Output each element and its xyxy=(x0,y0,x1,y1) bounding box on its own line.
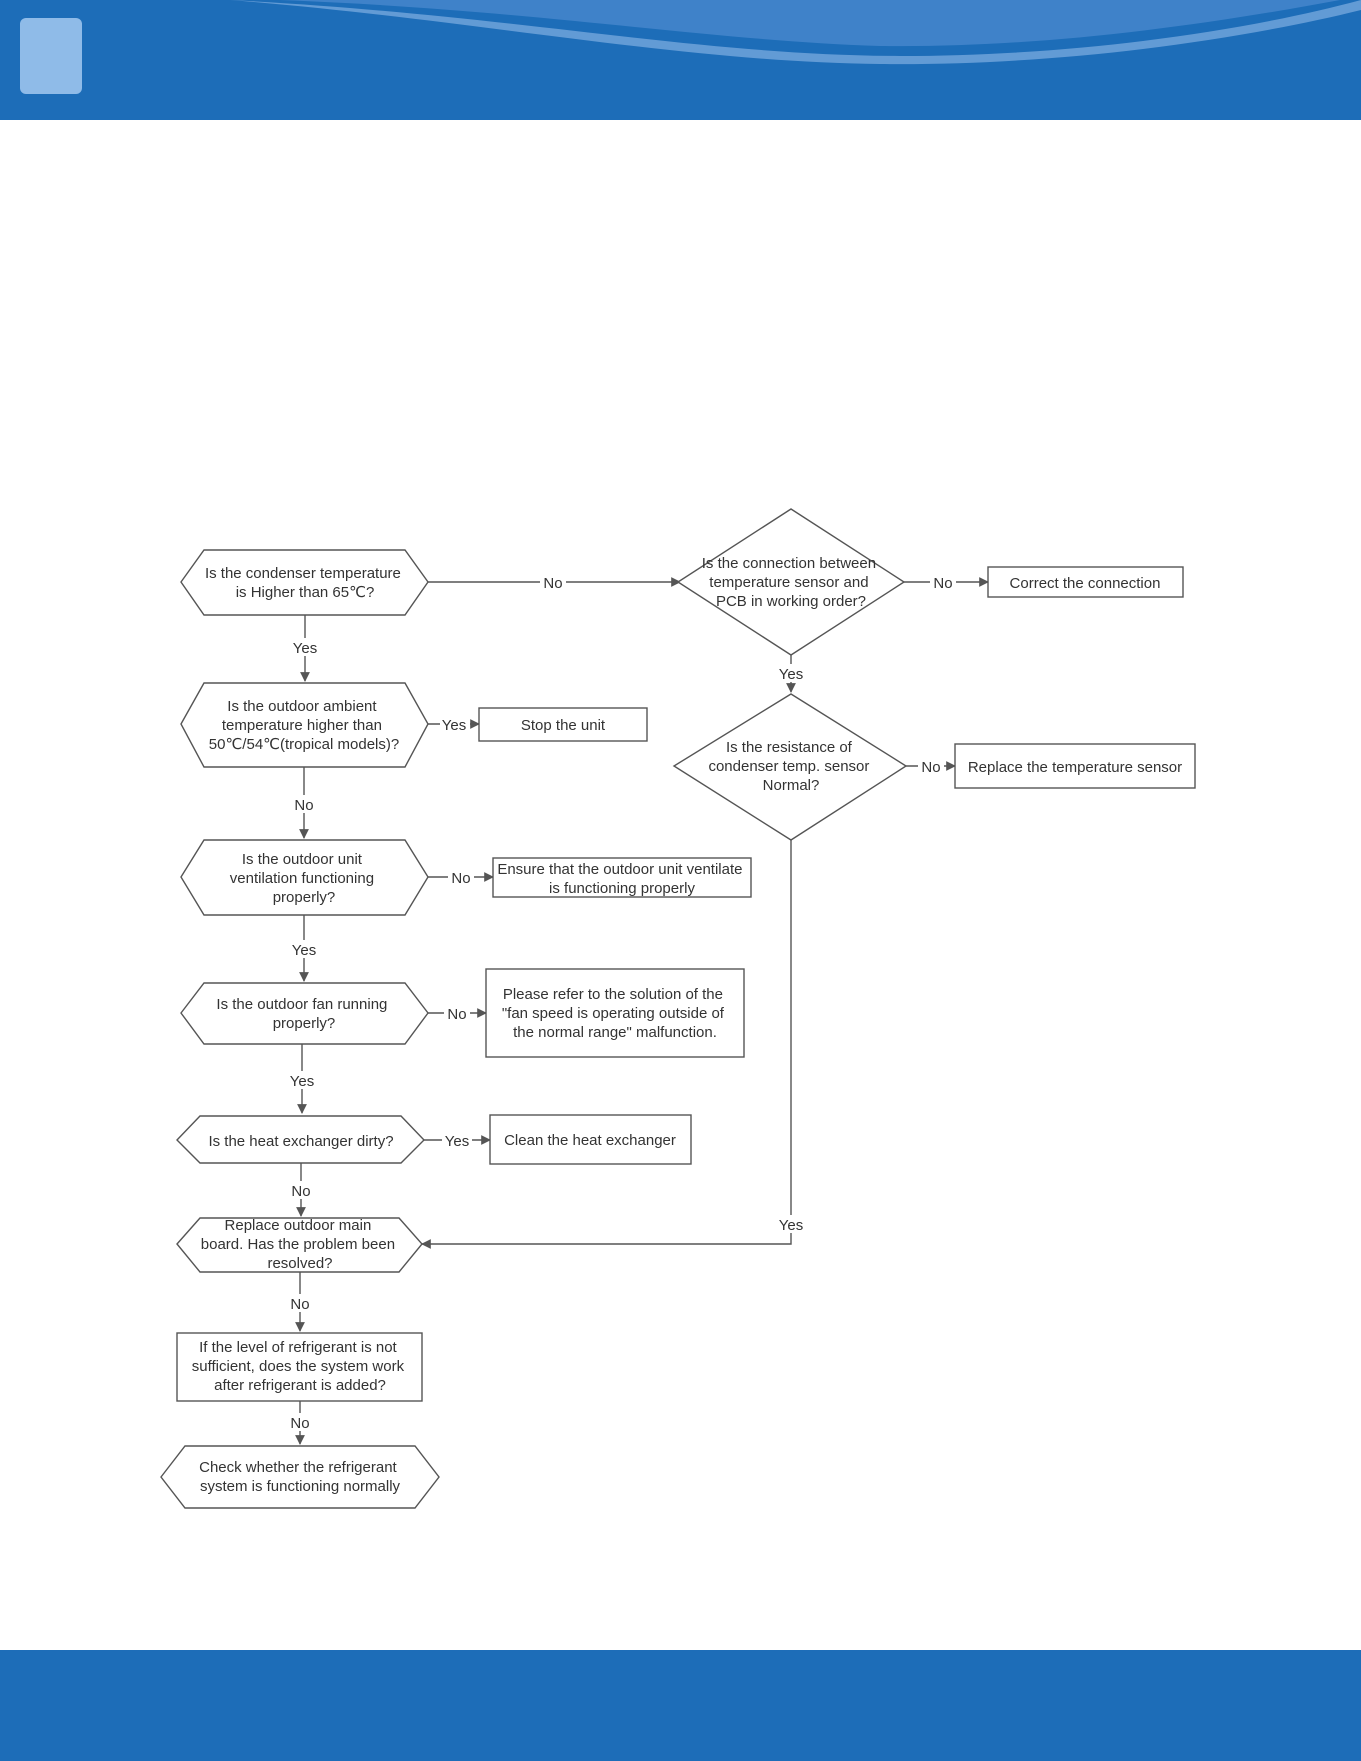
node-label-connection: Is the connection between temperature se… xyxy=(702,555,880,610)
node-label-stop-unit: Stop the unit xyxy=(521,717,606,734)
header-wave xyxy=(230,0,1361,65)
edge-label-ambient-no: No xyxy=(294,797,313,814)
node-label-fan-solution: Please refer to the solution of the "fan… xyxy=(502,986,728,1041)
node-label-dirty: Is the heat exchanger dirty? xyxy=(208,1133,393,1150)
edge-label-dirty-yes: Yes xyxy=(445,1133,469,1150)
node-label-fan-running: Is the outdoor fan running properly? xyxy=(216,996,391,1032)
node-fan-running-decision xyxy=(180,982,429,1045)
node-ensure-ventilation xyxy=(492,857,752,898)
node-label-ambient: Is the outdoor ambient temperature highe… xyxy=(209,698,399,753)
header-wave-highlight xyxy=(280,0,1340,47)
node-clean-heat-exchanger xyxy=(489,1114,692,1165)
node-ventilation-decision xyxy=(180,839,429,916)
flowchart-edge-labels: No Yes Yes No No Yes No Yes Yes No No No… xyxy=(285,573,956,1432)
node-resistance-decision xyxy=(672,693,908,841)
node-label-ensure-ventilation: Ensure that the outdoor unit ventilate i… xyxy=(497,861,746,897)
node-check-refrigerant-system xyxy=(160,1445,440,1509)
node-label-replace-sensor: Replace the temperature sensor xyxy=(968,759,1182,776)
node-ambient-temp-decision xyxy=(180,682,429,768)
edge-label-condenser-yes: Yes xyxy=(293,640,317,657)
node-connection-decision xyxy=(676,508,906,656)
edge-label-ambient-yes: Yes xyxy=(442,717,466,734)
node-label-check-refrigerant: Check whether the refrigerant system is … xyxy=(199,1459,401,1495)
edge-label-condenser-no: No xyxy=(543,575,562,592)
node-refrigerant-level-decision xyxy=(176,1332,423,1402)
edge-label-dirty-no: No xyxy=(291,1183,310,1200)
edge-resistance-to-main-board xyxy=(421,840,792,1249)
edge-label-resistance-yes: Yes xyxy=(779,1217,803,1234)
node-label-clean-exchanger: Clean the heat exchanger xyxy=(504,1132,676,1149)
page-footer-bar xyxy=(0,1650,1361,1761)
node-replace-temp-sensor xyxy=(954,743,1196,789)
node-correct-connection xyxy=(987,566,1184,598)
node-label-correct-connection: Correct the connection xyxy=(1010,575,1161,592)
edge-label-resistance-no: No xyxy=(921,759,940,776)
node-label-main-board: Replace outdoor main board. Has the prob… xyxy=(201,1217,399,1272)
node-label-ventilation: Is the outdoor unit ventilation function… xyxy=(230,851,378,906)
node-heat-exchanger-dirty-decision xyxy=(176,1115,425,1164)
node-replace-main-board-decision xyxy=(176,1217,423,1273)
page-header-banner xyxy=(0,0,1361,120)
node-label-condenser: Is the condenser temperature is Higher t… xyxy=(205,565,405,601)
header-badge-icon xyxy=(20,18,82,94)
edge-label-connection-yes: Yes xyxy=(779,666,803,683)
flowchart-node-labels: Is the condenser temperature is Higher t… xyxy=(192,555,1182,1495)
flowchart-nodes xyxy=(160,508,1196,1509)
edge-label-ventilation-no: No xyxy=(451,870,470,887)
edge-label-ventilation-yes: Yes xyxy=(292,942,316,959)
node-label-resistance: Is the resistance of condenser temp. sen… xyxy=(708,739,873,794)
node-label-refrigerant: If the level of refrigerant is not suffi… xyxy=(192,1339,409,1394)
node-condenser-temp-decision xyxy=(180,549,429,616)
node-stop-unit xyxy=(478,707,648,742)
edge-label-fan-yes: Yes xyxy=(290,1073,314,1090)
edge-label-main-board-no: No xyxy=(290,1296,309,1313)
node-fan-speed-solution xyxy=(485,968,745,1058)
edge-label-connection-no: No xyxy=(933,575,952,592)
edge-label-fan-no: No xyxy=(447,1006,466,1023)
edge-label-refrigerant-no: No xyxy=(290,1415,309,1432)
